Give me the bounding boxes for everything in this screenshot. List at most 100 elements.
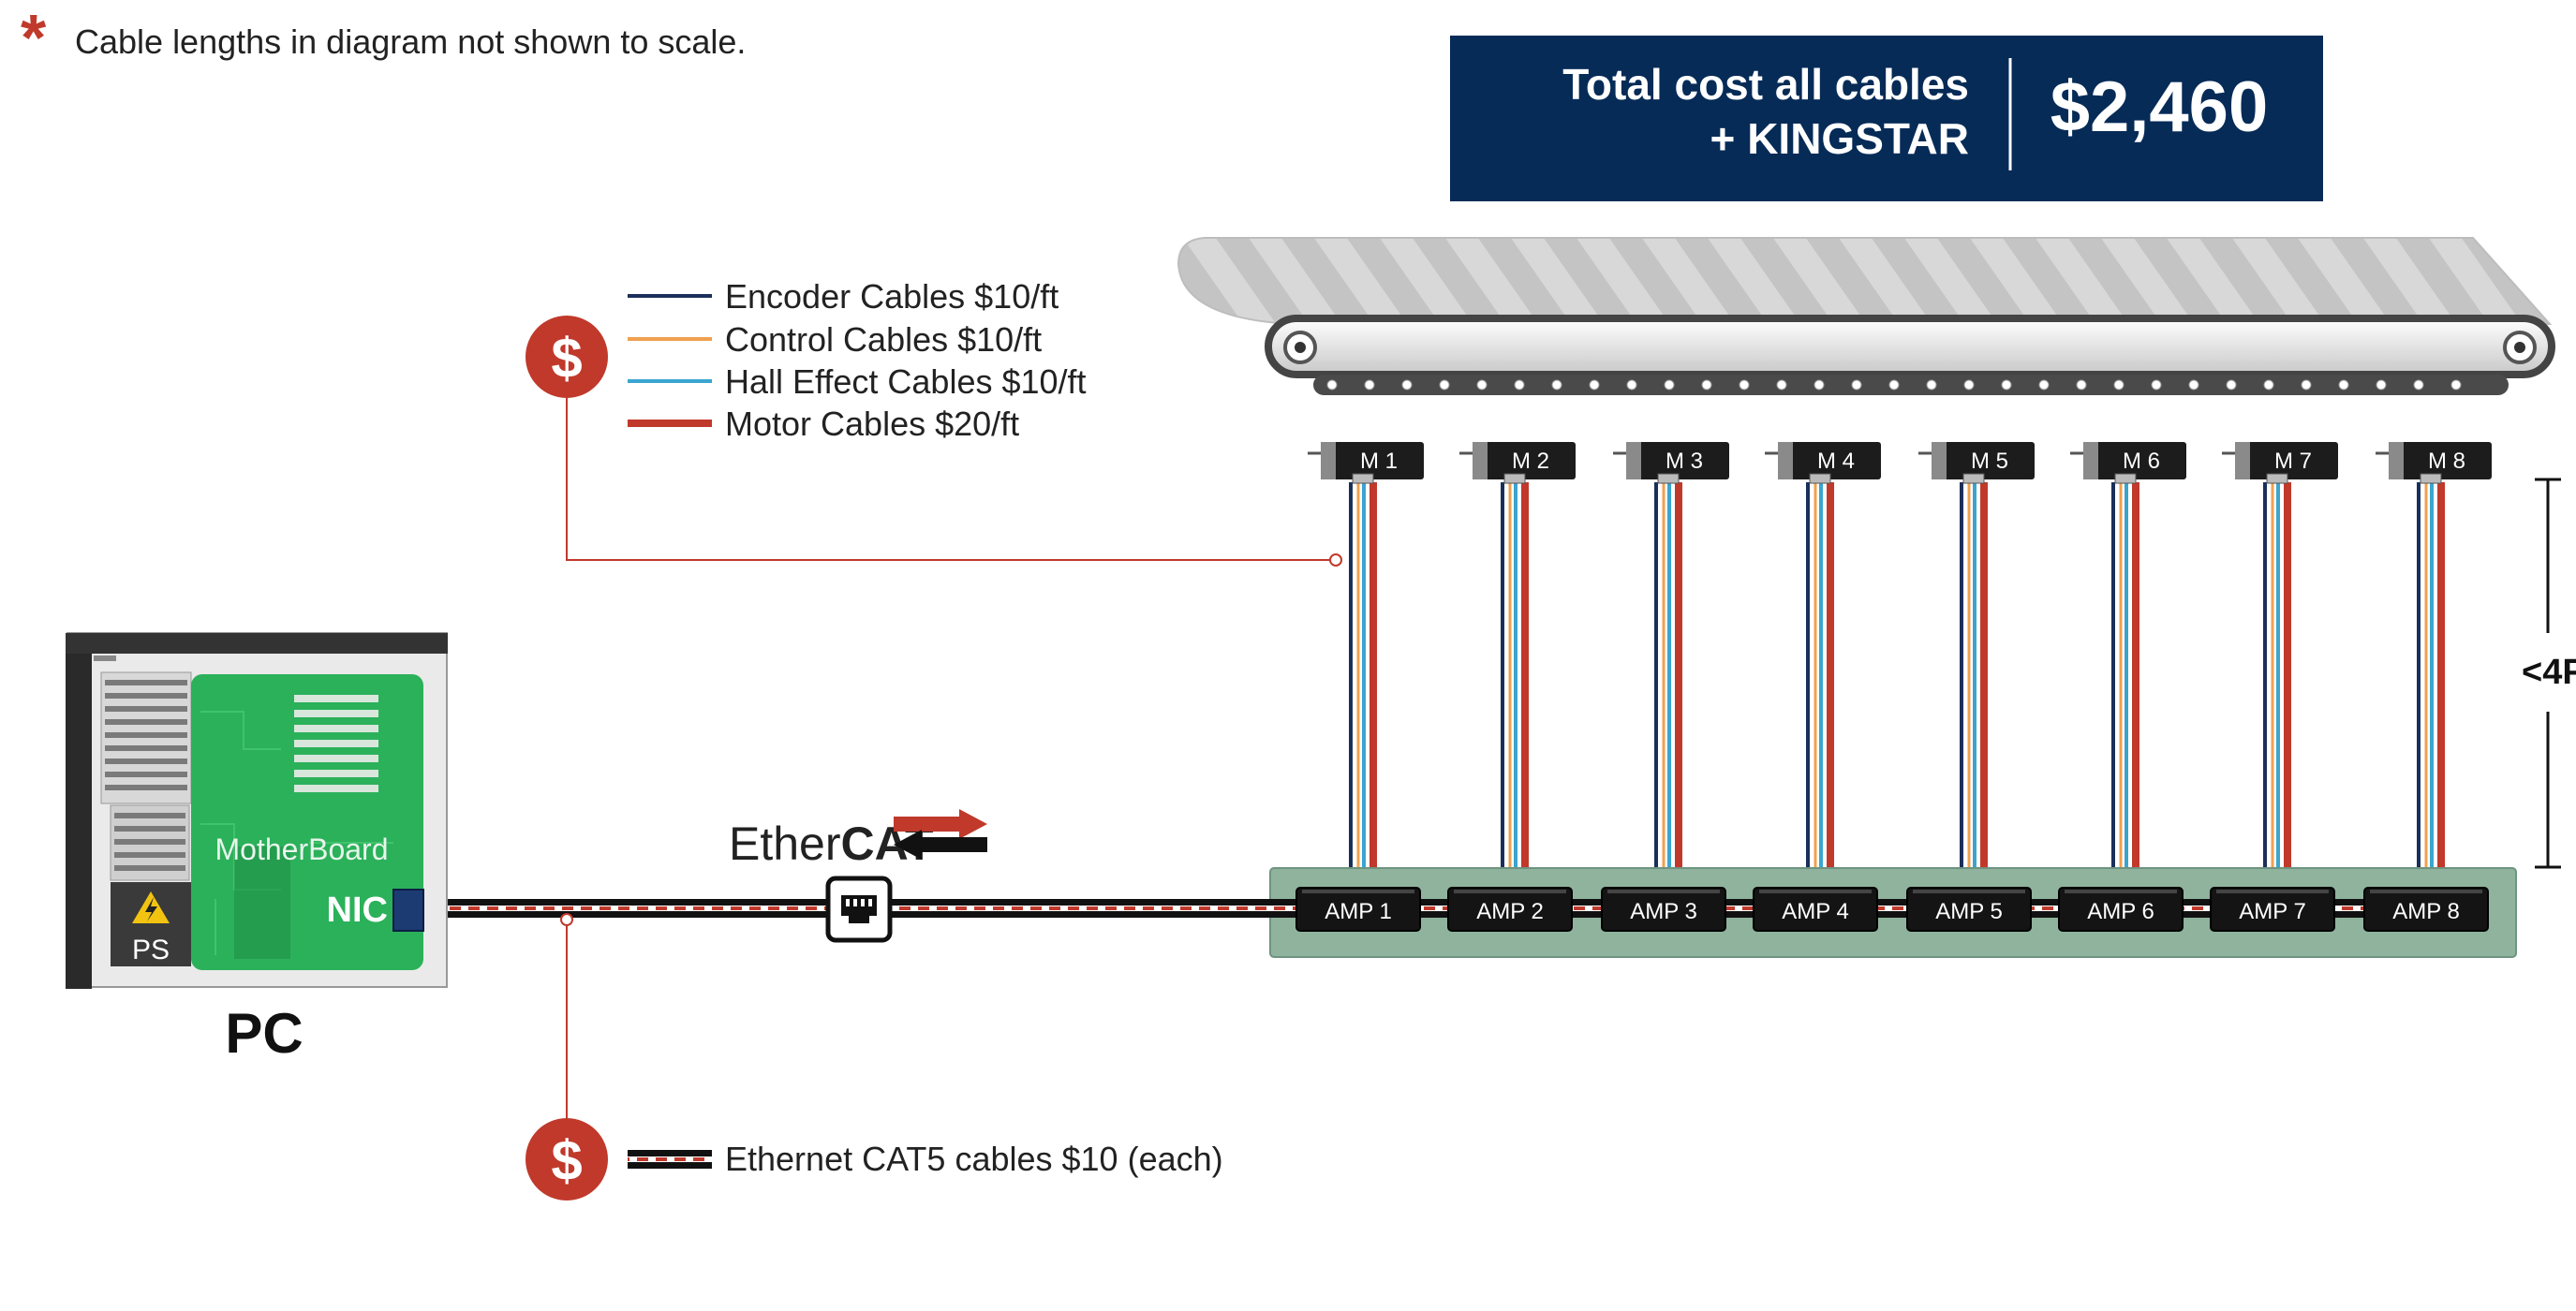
amplifier-label: AMP 8: [2392, 899, 2460, 924]
amp-ethernet-link: [2031, 899, 2059, 918]
amp-ethernet-link: [1725, 899, 1754, 918]
amplifier: AMP 3: [1601, 887, 1726, 932]
motherboard-label: MotherBoard: [215, 832, 389, 866]
amplifier-body: [1601, 887, 1726, 932]
rj45-port-icon: [825, 876, 893, 943]
motor-label: M 2: [1512, 449, 1549, 474]
amplifier-label: AMP 2: [1476, 899, 1544, 924]
ethernet-legend: $ Ethernet CAT5 cables $10 (each): [526, 913, 1223, 1201]
cable-cost-leader-line: [566, 398, 1336, 561]
dollar-icon: [526, 1118, 608, 1201]
amplifier: AMP 1: [1295, 887, 1421, 932]
motor-cable-bundle: [1960, 482, 1988, 888]
motor-label: M 4: [1817, 449, 1855, 474]
nic-port: [392, 889, 424, 932]
ethercat-logo: EtherCAT®: [729, 809, 987, 870]
legend-label-hall: Hall Effect Cables $10/ft: [725, 362, 1087, 401]
amplifier-body: [2210, 887, 2335, 932]
motor-cable-bundle: [2111, 482, 2139, 888]
motor-cable-bundle: [1501, 482, 1529, 888]
motors: M 1 M 2 M 3 M 4 M 5 M 6 M 7 M 8: [1308, 442, 2492, 484]
scale-note: * Cable lengths in diagram not shown to …: [21, 1, 746, 74]
motor-label: M 1: [1360, 449, 1398, 474]
motor-cable-bundles: [1349, 482, 2445, 888]
amplifier-label: AMP 3: [1630, 899, 1697, 924]
power-supply-label: PS: [132, 935, 170, 965]
amplifier-body: [2363, 887, 2489, 932]
conveyor-belt: [1177, 237, 2555, 395]
motor: M 8: [2376, 442, 2492, 484]
amplifier-body: [1447, 887, 1573, 932]
asterisk-icon: *: [21, 1, 47, 74]
motor-body: [2389, 442, 2492, 479]
amplifier-label: AMP 5: [1935, 899, 2003, 924]
amplifier: AMP 7: [2210, 887, 2335, 932]
pc-top-edge: [66, 633, 448, 654]
pc: MotherBoard NIC PS PC: [66, 632, 448, 1065]
motor-label: M 7: [2274, 449, 2312, 474]
motor-body: [1778, 442, 1881, 479]
amplifier: AMP 4: [1753, 887, 1878, 932]
pc-label: PC: [225, 1002, 303, 1065]
total-cost-value: $2,460: [2050, 67, 2268, 147]
ethercat-arrow-right-icon: [894, 809, 987, 839]
distance-bracket: <4FT: [2522, 478, 2576, 869]
amp-ethernet-link: [1877, 899, 1907, 918]
pc-front-panel: [66, 633, 92, 989]
motor-body: [2235, 442, 2338, 479]
cable-legend: $ Encoder Cables $10/ft Control Cables $…: [526, 277, 1342, 567]
motor: M 4: [1765, 442, 1881, 484]
dollar-icon: [526, 316, 608, 398]
amplifier: AMP 6: [2058, 887, 2184, 932]
dollar-icon-glyph: $: [551, 327, 582, 390]
amplifier-body: [1753, 887, 1878, 932]
amplifier-label: AMP 7: [2239, 899, 2306, 924]
legend-label-encoder: Encoder Cables $10/ft: [725, 277, 1059, 316]
belt-chain: [1313, 375, 2509, 395]
belt-chain-links: [1326, 379, 2462, 390]
ethercat-arrow-left-icon: [894, 830, 987, 860]
motor-body: [1626, 442, 1729, 479]
amplifier-label: AMP 4: [1782, 899, 1849, 924]
memory-slots: [294, 695, 378, 792]
amplifier-label: AMP 6: [2087, 899, 2154, 924]
motor-cable-bundle: [2263, 482, 2291, 888]
motor-body: [2083, 442, 2186, 479]
pc-drive-bays: [100, 671, 192, 881]
amp-ethernet-link: [2334, 899, 2364, 918]
dollar-icon-glyph: $: [551, 1129, 582, 1192]
amp-ethernet-link: [1420, 899, 1448, 918]
total-cost-background: [1450, 36, 2323, 201]
nic-label: NIC: [327, 891, 388, 930]
motor-cable-bundle: [1349, 482, 1377, 888]
motor: M 2: [1459, 442, 1576, 484]
amplifier: AMP 5: [1906, 887, 2032, 932]
motor-body: [1473, 442, 1576, 479]
motor: M 5: [1918, 442, 2035, 484]
amp-ethernet-links: [1420, 899, 2364, 918]
motor-body: [1932, 442, 2035, 479]
motor-label: M 5: [1971, 449, 2008, 474]
motor-body: [1321, 442, 1424, 479]
total-cost-label-line1: Total cost all cables: [1562, 60, 1969, 109]
amplifier-body: [1906, 887, 2032, 932]
motor-label: M 3: [1666, 449, 1703, 474]
motor-cable-bundle: [2417, 482, 2445, 888]
motor-label: M 6: [2123, 449, 2160, 474]
distance-label: <4FT: [2522, 653, 2576, 692]
amplifiers: AMP 1 AMP 2 AMP 3 AMP 4 AMP 5 AMP 6 AMP 7 AMP 8: [1295, 887, 2489, 932]
total-cost-box: Total cost all cables + KINGSTAR $2,460: [1450, 36, 2323, 201]
motor: M 7: [2222, 442, 2338, 484]
legend-label-ethernet: Ethernet CAT5 cables $10 (each): [725, 1140, 1223, 1178]
motor: M 3: [1613, 442, 1729, 484]
motor: M 1: [1308, 442, 1424, 484]
amp-ethernet-link: [2183, 899, 2211, 918]
amp-ethernet-link: [1572, 899, 1602, 918]
scale-note-text: Cable lengths in diagram not shown to sc…: [75, 22, 746, 61]
amplifier-body: [2058, 887, 2184, 932]
motor-cable-bundle: [1806, 482, 1834, 888]
legend-label-motor: Motor Cables $20/ft: [725, 405, 1019, 443]
motor-cable-bundle: [1654, 482, 1682, 888]
amplifier-body: [1295, 887, 1421, 932]
